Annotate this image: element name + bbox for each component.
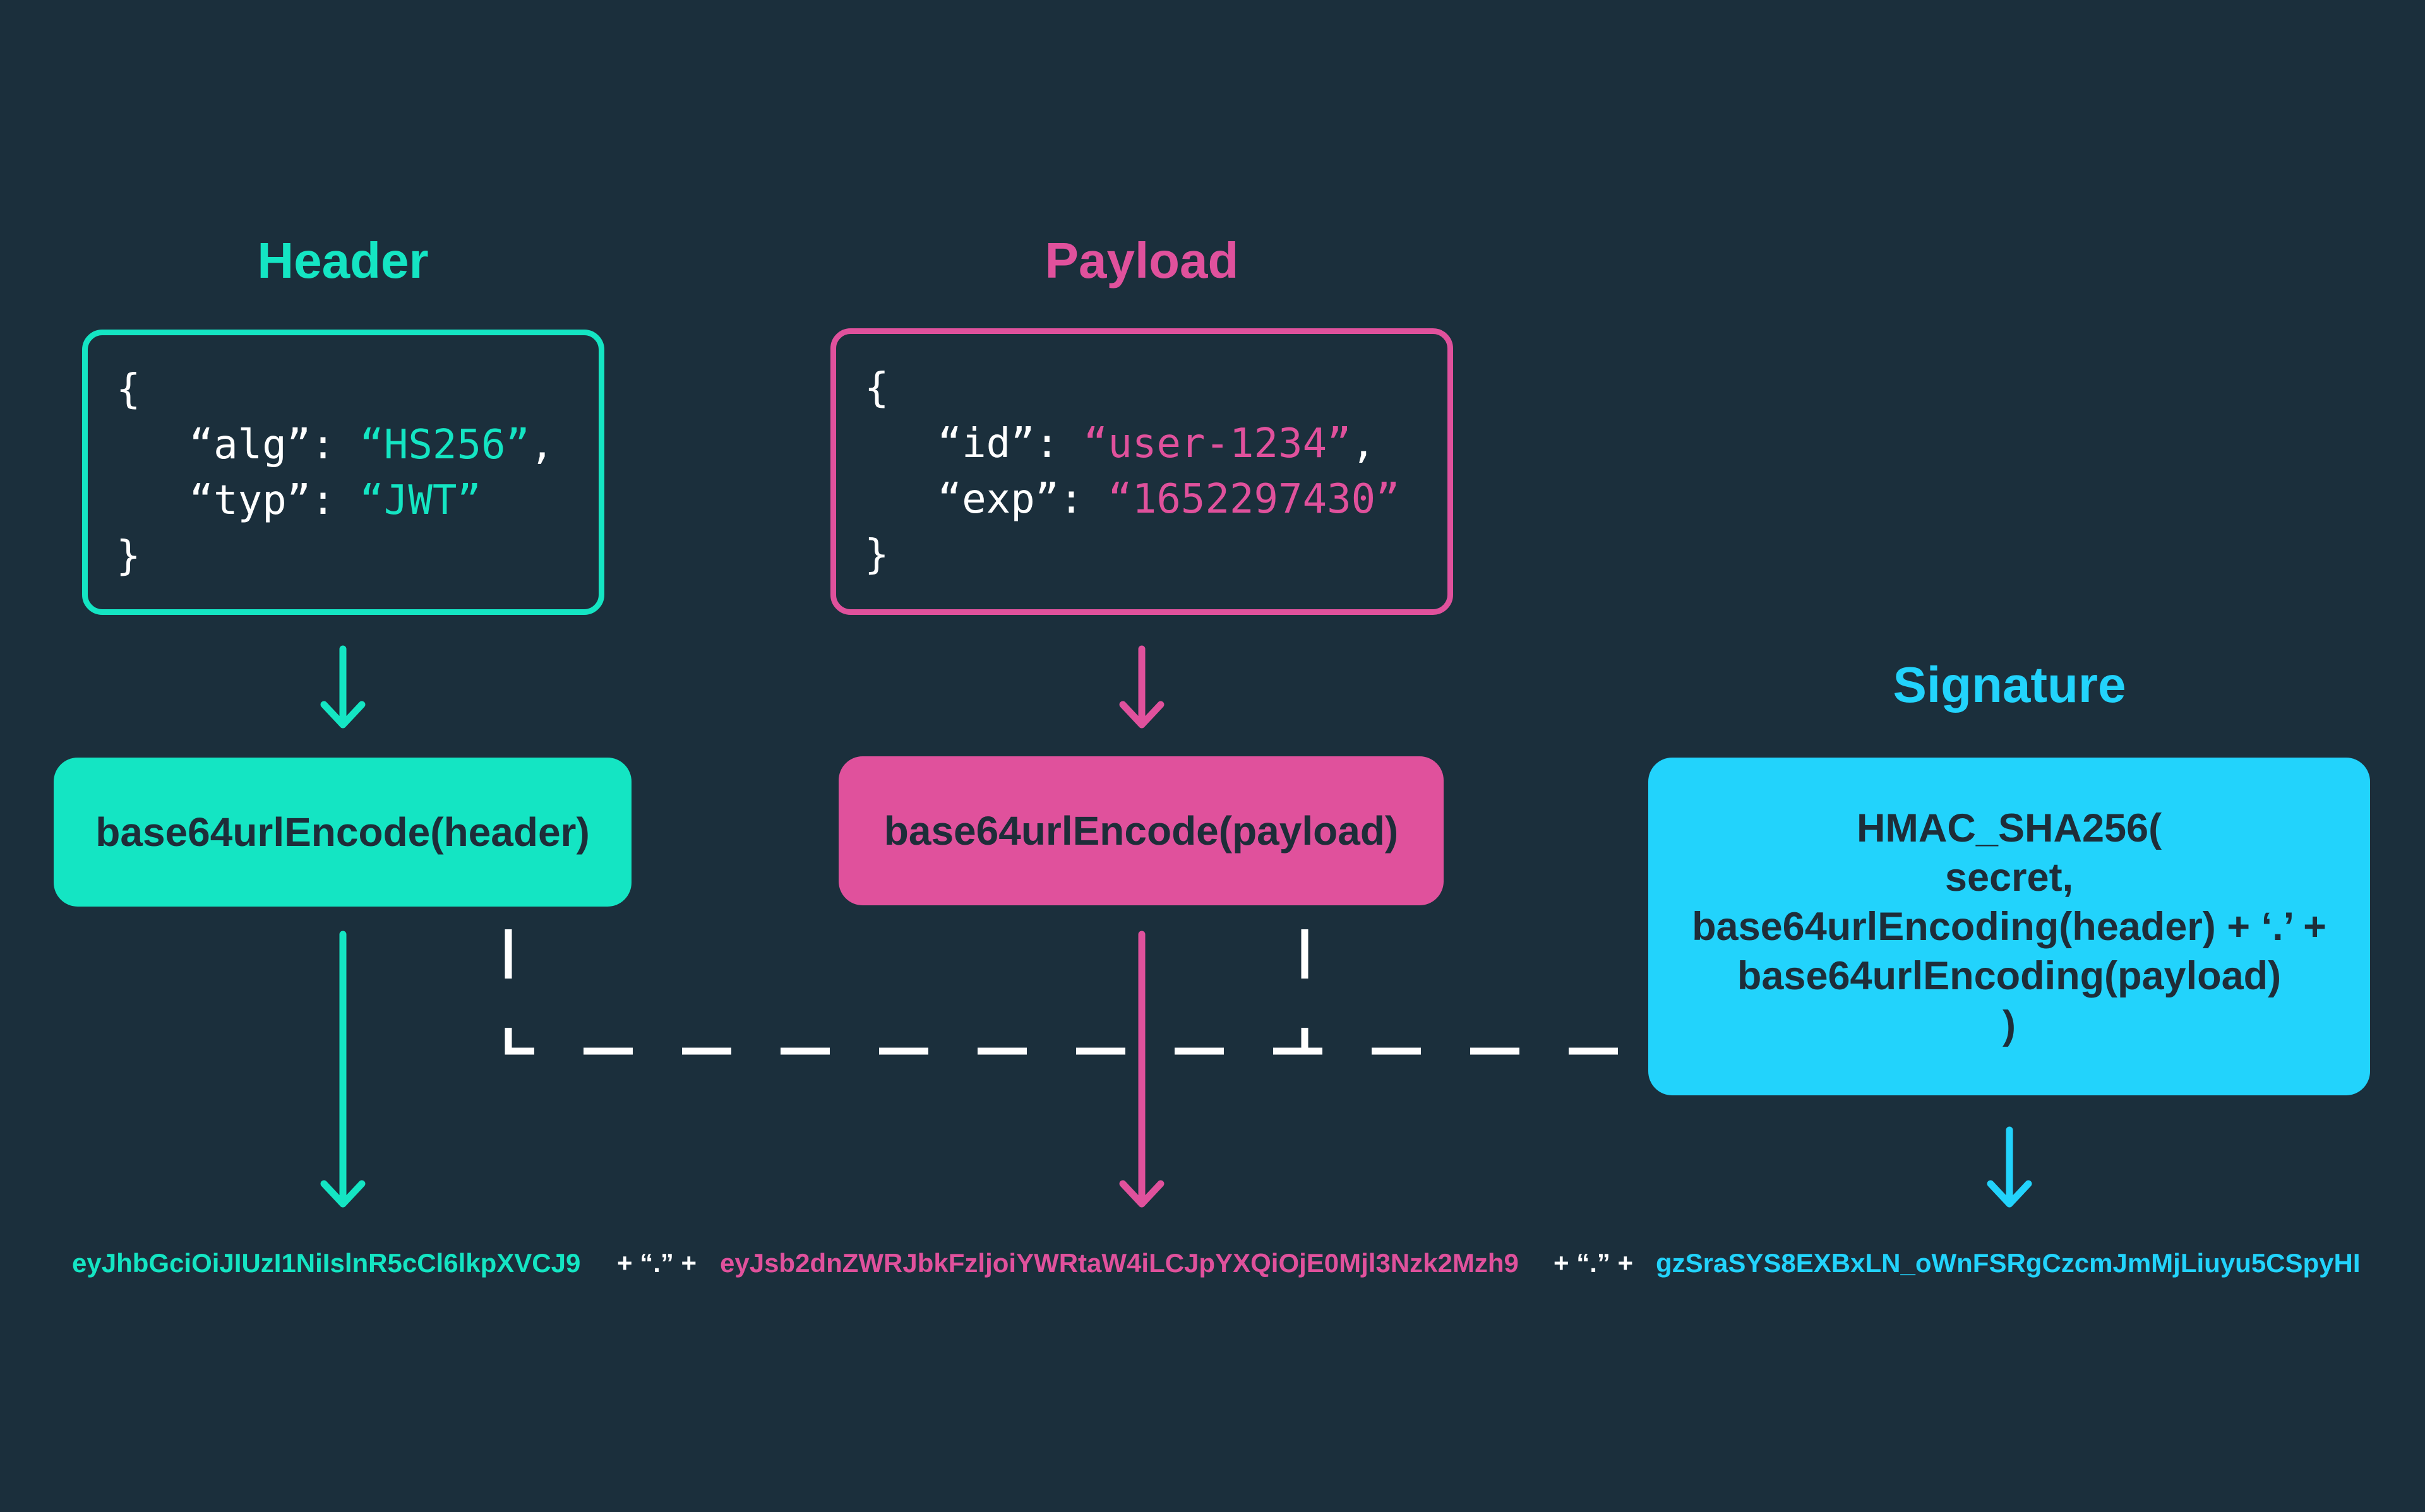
json-close-brace: } — [865, 532, 889, 578]
header-arrows — [320, 645, 366, 1208]
payload-id-comma: , — [1351, 420, 1376, 467]
json-close-brace: } — [116, 533, 141, 580]
json-open-brace: { — [116, 366, 141, 413]
header-alg-key: “alg”: — [189, 422, 360, 468]
header-encode-box: base64urlEncode(header) — [54, 758, 632, 907]
dashed-line-header-to-signature — [505, 929, 1650, 1055]
header-title: Header — [257, 232, 429, 289]
token-separator: + “.” + — [617, 1248, 697, 1278]
payload-title: Payload — [1045, 232, 1239, 289]
arrow-down-icon — [320, 931, 366, 1208]
header-typ-value: “JWT” — [359, 477, 481, 524]
signature-hmac-box: HMAC_SHA256( secret, base64urlEncoding(h… — [1648, 758, 2370, 1095]
payload-id-key: “id”: — [937, 420, 1084, 467]
payload-encode-label: base64urlEncode(payload) — [883, 808, 1399, 854]
token-separator: + “.” + — [1554, 1248, 1634, 1278]
arrow-down-icon — [320, 645, 366, 729]
signature-title: Signature — [1893, 657, 2126, 713]
arrow-down-icon — [1119, 931, 1165, 1208]
payload-exp-key: “exp”: — [937, 476, 1108, 523]
header-alg-comma: , — [530, 422, 554, 468]
arrow-down-icon — [1119, 645, 1165, 729]
payload-json-box: { “id”: “user-1234”, “exp”: “1652297430”… — [830, 328, 1453, 615]
signature-line: base64urlEncoding(header) + ‘.’ + — [1692, 904, 2326, 949]
payload-encode-box: base64urlEncode(payload) — [839, 756, 1444, 905]
payload-arrows — [1119, 645, 1165, 1208]
header-typ-key: “typ”: — [189, 477, 360, 524]
signature-line: base64urlEncoding(payload) — [1737, 953, 2282, 998]
header-json-box: { “alg”: “HS256”, “typ”: “JWT” } — [82, 330, 604, 615]
signature-line: ) — [2003, 1003, 2016, 1047]
arrow-down-icon — [1987, 1126, 2032, 1208]
signature-line: HMAC_SHA256( — [1856, 806, 2162, 850]
json-open-brace: { — [865, 365, 889, 412]
header-alg-value: “HS256” — [359, 422, 530, 468]
signature-arrows — [1987, 1126, 2032, 1208]
payload-exp-value: “1652297430” — [1108, 476, 1400, 523]
payload-token: eyJsb2dnZWRJbkFzljoiYWRtaW4iLCJpYXQiOjE0… — [720, 1248, 1519, 1278]
payload-id-value: “user-1234” — [1083, 420, 1351, 467]
header-encode-label: base64urlEncode(header) — [95, 809, 590, 855]
header-token: eyJhbGciOiJIUzI1NiIslnR5cCl6lkpXVCJ9 — [72, 1248, 581, 1278]
dashed-connector — [505, 929, 1650, 1055]
signature-token: gzSraSYS8EXBxLN_oWnFSRgCzcmJmMjLiuyu5CSp… — [1656, 1248, 2361, 1278]
signature-line: secret, — [1944, 855, 2074, 900]
